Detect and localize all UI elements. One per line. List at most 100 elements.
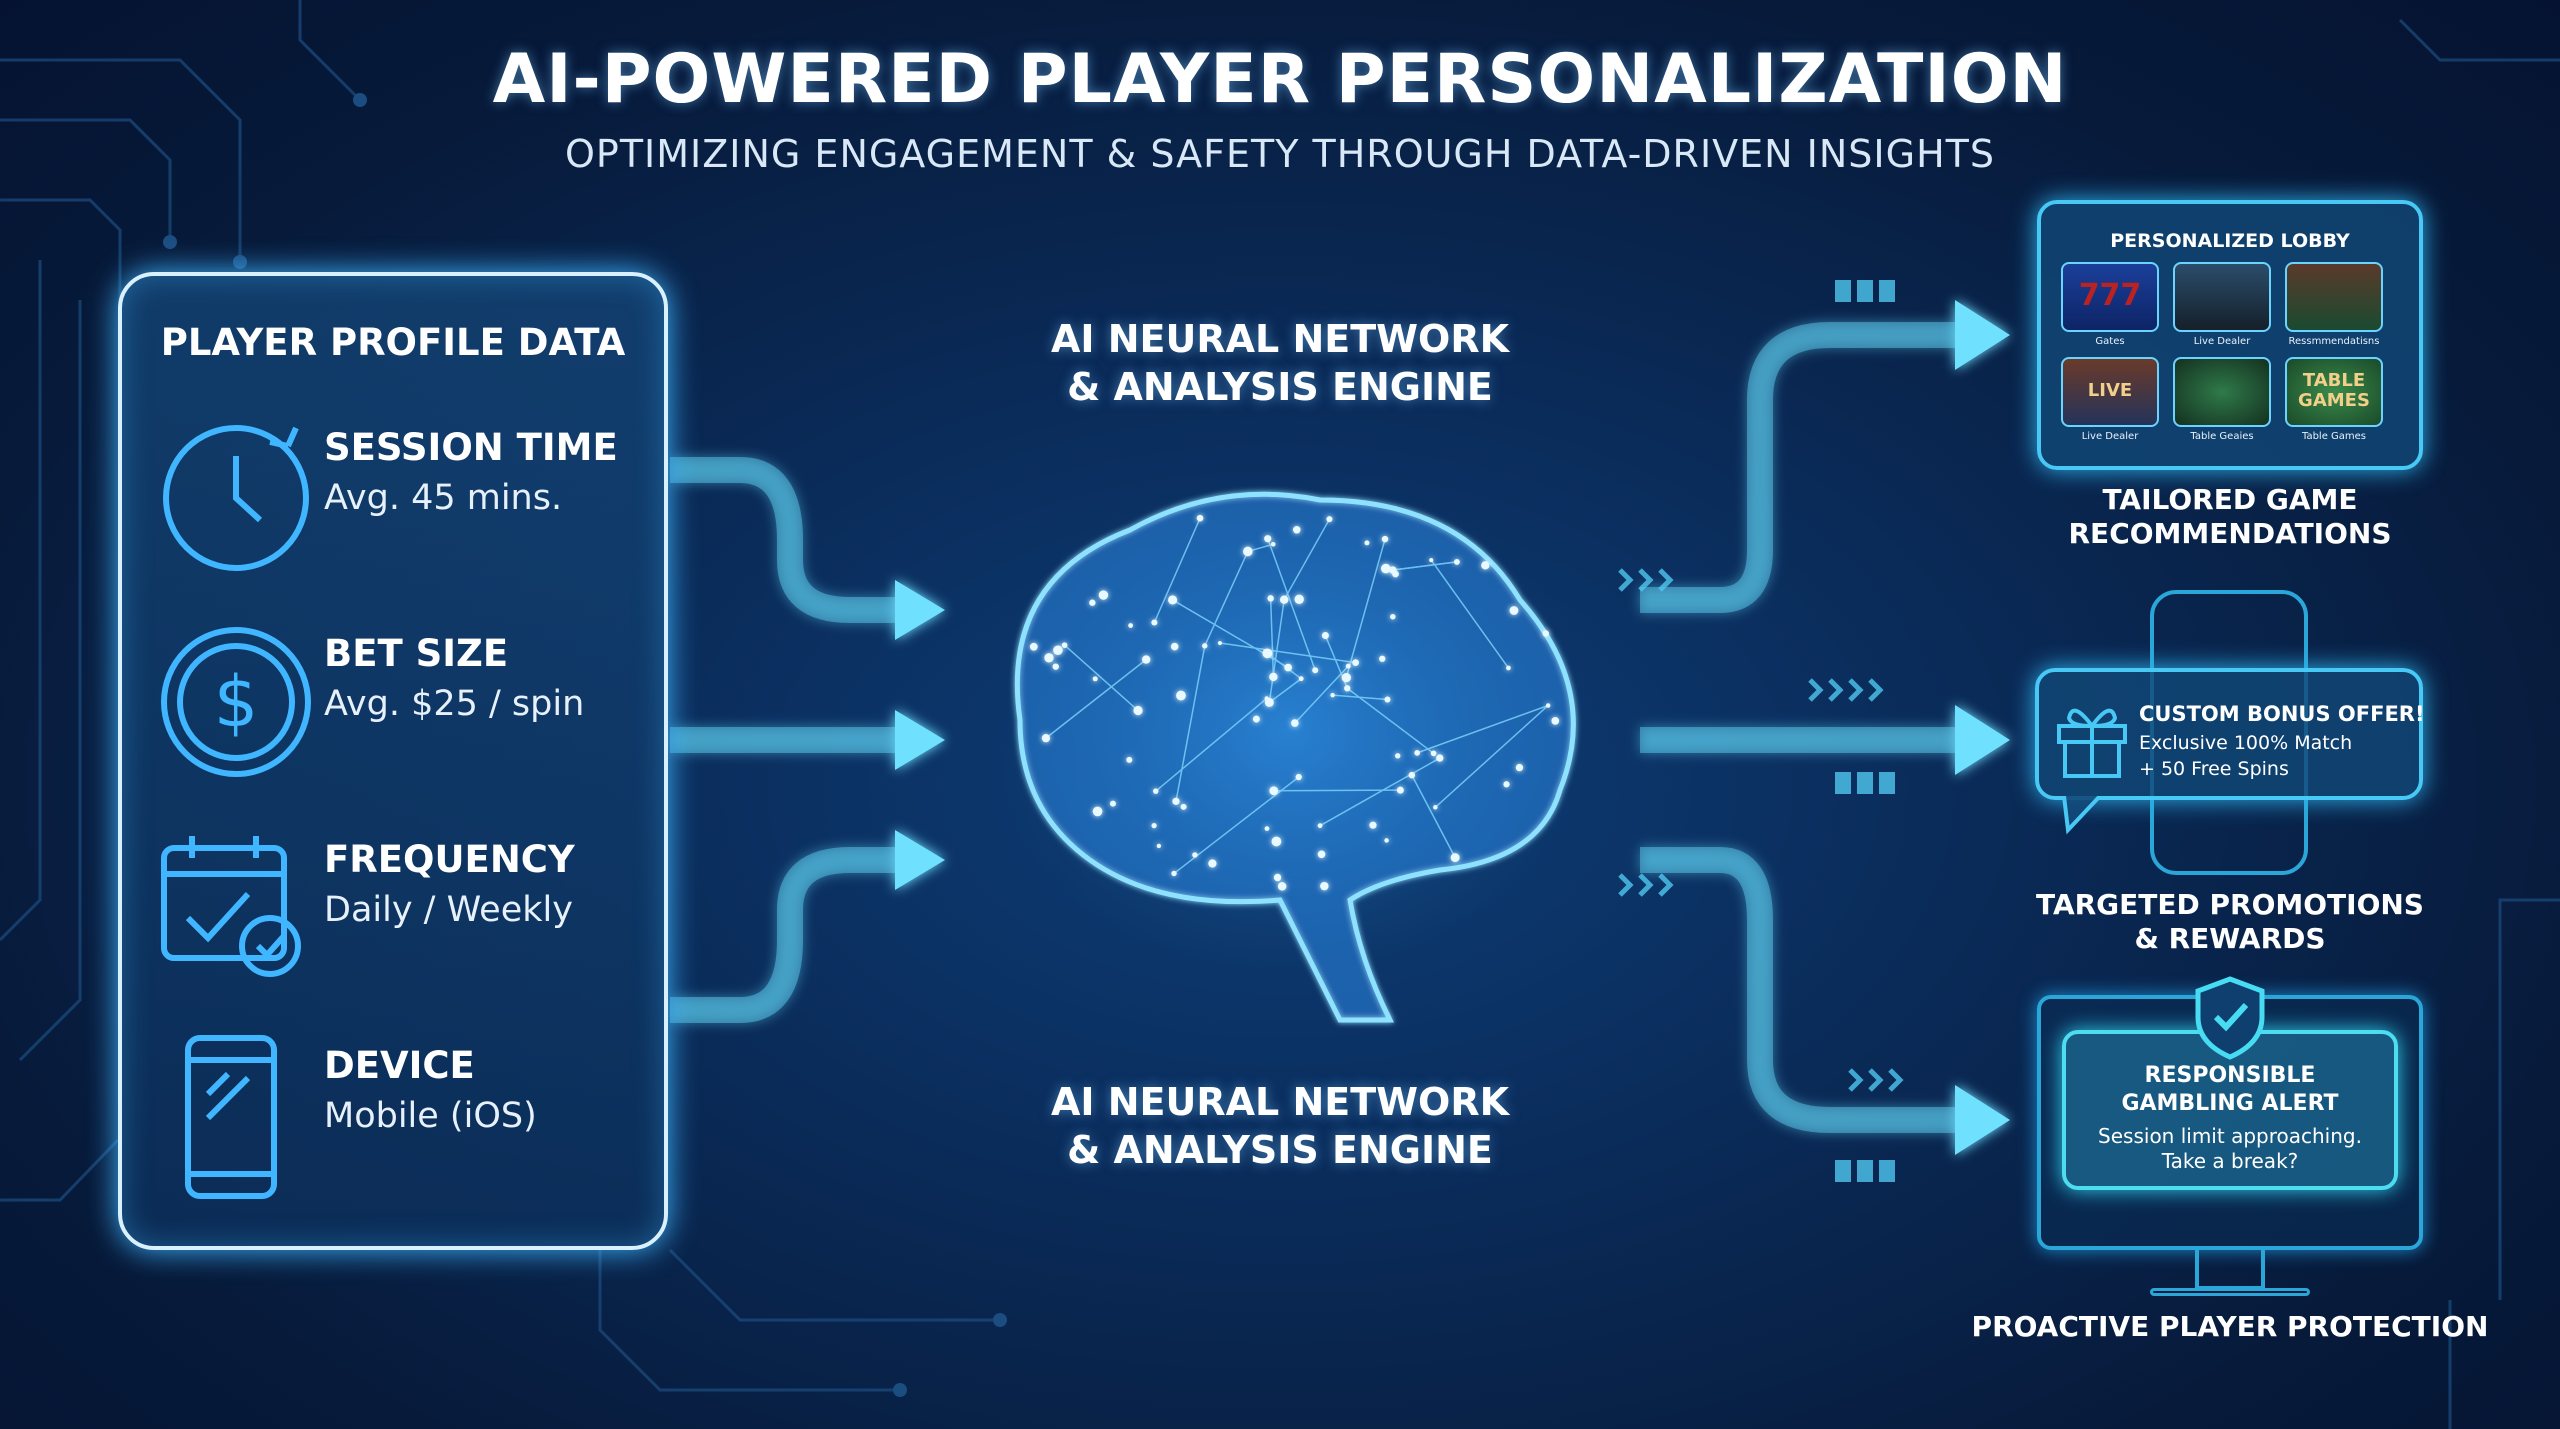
profile-item-bet-size: $ BET SIZE Avg. $25 / spin [158,622,658,782]
network-node [1172,797,1180,805]
network-link [1269,598,1275,677]
network-node [1053,645,1063,655]
network-node [1429,558,1434,563]
network-node [1152,788,1159,794]
alert-message-line: Session limit approaching. [2098,1124,2362,1148]
network-link [1064,644,1139,712]
network-node [1264,826,1270,831]
input-arrow-bottom [670,847,900,1023]
network-node [1515,763,1524,772]
brain-network-icon [960,460,1620,1023]
network-link [1204,551,1249,647]
lobby-tile-label: Ressmmendatisns [2288,336,2380,347]
network-node [1202,643,1208,649]
network-node [1128,623,1134,628]
network-node [1320,881,1329,891]
bonus-line: + 50 Free Spins [2139,758,2289,780]
network-node [1551,717,1560,725]
output-arrow-top [1640,322,1960,613]
lobby-title: PERSONALIZED LOBBY [2110,230,2350,252]
tile-art: TABLE GAMES [2298,370,2370,411]
network-link [1434,704,1549,808]
caption-line: RECOMMENDATIONS [2068,517,2392,550]
network-node [1381,563,1391,574]
network-node [1109,800,1116,807]
lobby-tile[interactable] [2285,262,2383,332]
network-node [1321,632,1329,640]
network-node [1384,696,1391,703]
profile-item-value: Mobile (iOS) [324,1096,537,1136]
custom-bonus-card[interactable]: CUSTOM BONUS OFFER! Exclusive 100% Match… [2035,668,2425,800]
network-link [1219,642,1356,664]
network-node [1312,667,1319,674]
network-node [1414,750,1420,756]
network-link [1266,652,1302,680]
network-link [1273,789,1401,792]
lobby-tile-label: Table Games [2301,431,2367,442]
network-link [1045,658,1147,739]
responsible-gambling-alert[interactable]: RESPONSIBLE GAMBLING ALERT Session limit… [2062,1030,2398,1190]
lobby-tile[interactable] [2173,262,2271,332]
network-node [1330,692,1335,698]
network-link [1332,694,1388,701]
profile-item-value: Avg. 45 mins. [324,478,563,518]
lobby-tile-label: Live Dealer [2193,336,2251,347]
tile-art: 777 [2078,278,2142,313]
network-link [1155,697,1268,792]
network-node [1509,606,1519,615]
network-node [1133,705,1143,716]
network-node [1395,753,1401,759]
network-node [1126,756,1133,763]
network-node [1180,803,1187,810]
alert-title-line: GAMBLING ALERT [2121,1091,2339,1116]
network-node [1141,655,1151,664]
network-link [1392,561,1457,571]
profile-item-value: Daily / Weekly [324,890,573,930]
network-link [1319,757,1441,827]
dollar-coin-icon: $ [161,627,311,777]
engine-label-bottom: AI NEURAL NETWORK & ANALYSIS ENGINE [980,1078,1580,1174]
lobby-tile[interactable]: 777 [2061,262,2159,332]
network-node [1029,642,1038,651]
network-node [1364,540,1370,546]
network-node [1217,640,1222,646]
network-node [1453,558,1460,565]
lobby-tile[interactable] [2173,357,2271,427]
lobby-tile[interactable]: TABLE GAMES [2285,357,2383,427]
profile-item-device: DEVICE Mobile (iOS) [158,1034,658,1199]
network-link [1411,774,1456,858]
network-node [1052,663,1059,670]
network-link [1430,559,1510,669]
network-node [1317,823,1323,829]
lobby-tile[interactable]: LIVE [2061,357,2159,427]
network-node [1506,665,1511,671]
network-node [1176,690,1186,701]
network-node [1264,696,1269,701]
network-node [1092,806,1103,817]
bonus-line: Exclusive 100% Match [2139,732,2353,754]
network-node [1384,838,1389,843]
engine-label-line: AI NEURAL NETWORK [1050,317,1510,361]
network-node [1481,561,1490,570]
network-link [1268,678,1302,704]
network-node [1352,659,1359,667]
network-node [1436,754,1444,762]
network-link [1283,518,1331,601]
network-node [1270,541,1276,547]
network-node [1293,526,1301,534]
network-node [1294,594,1304,605]
network-node [1277,882,1287,891]
network-node [1151,619,1158,626]
profile-item-title: BET SIZE [324,632,509,675]
network-node [1344,685,1351,692]
network-link [1416,704,1549,754]
profile-item-title: FREQUENCY [324,838,575,881]
player-profile-panel: PLAYER PROFILE DATA SESSION TIME Avg. 45… [118,272,668,1250]
network-node [1041,734,1051,743]
page-title: AI-POWERED PLAYER PERSONALIZATION [492,40,2068,119]
network-node [1450,853,1460,863]
network-node [1284,663,1292,672]
